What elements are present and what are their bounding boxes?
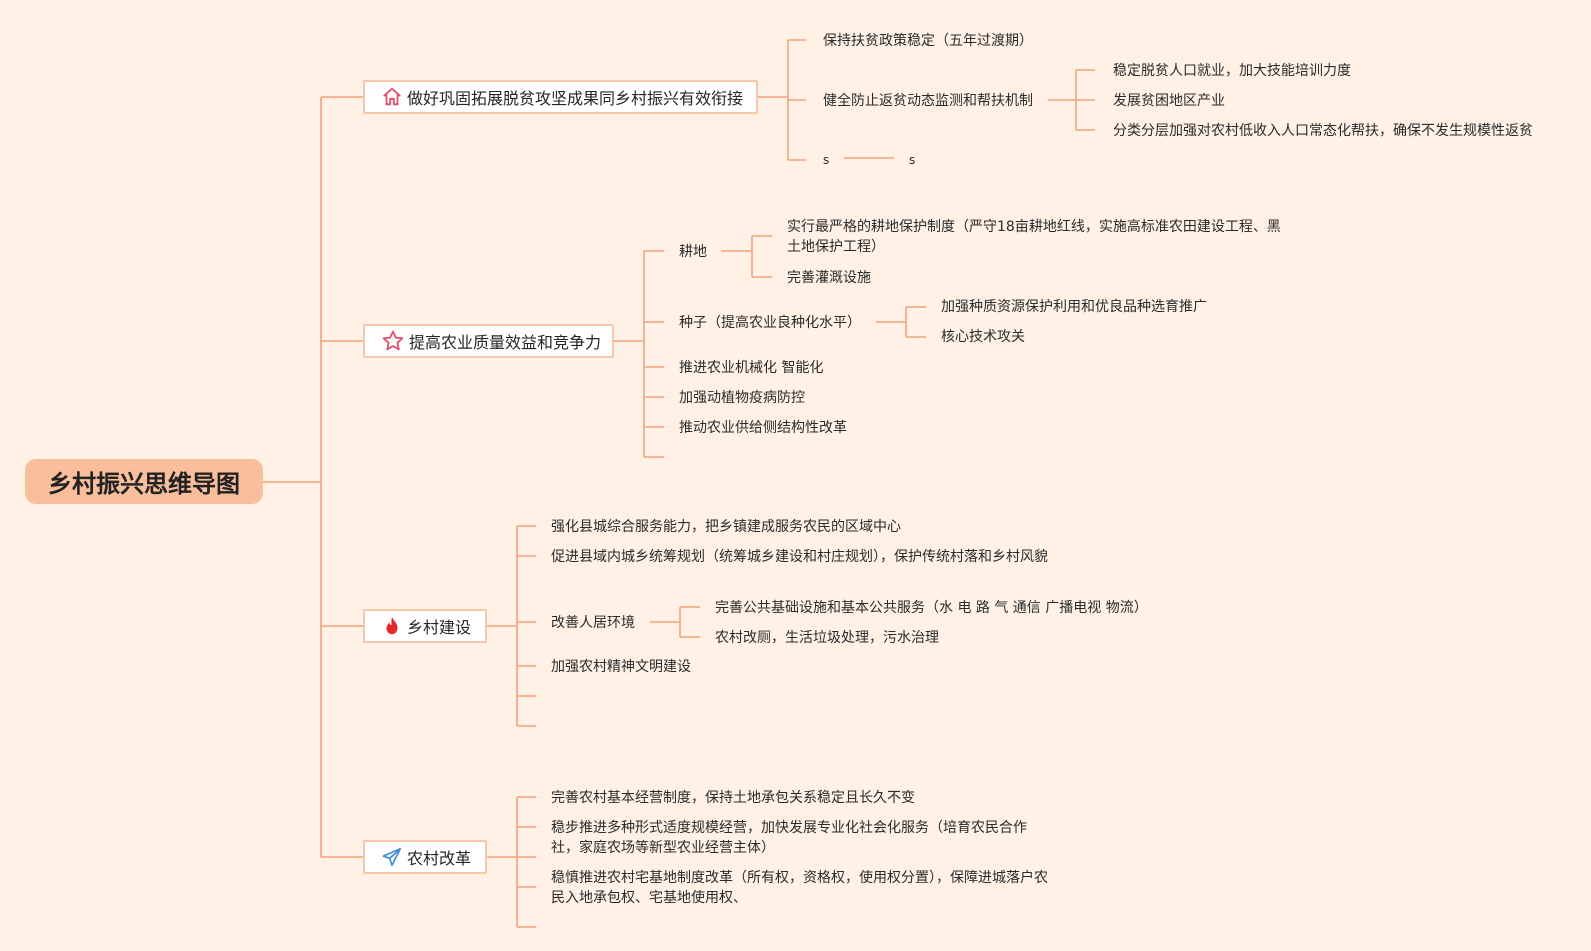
topic-monitoring-mechanism[interactable]: 健全防止返贫动态监测和帮扶机制 [823, 93, 1033, 109]
topic-supply-side-reform[interactable]: 推动农业供给侧结构性改革 [679, 420, 847, 436]
topic-s[interactable]: s [823, 153, 830, 167]
branch-rural-reform[interactable]: 农村改革 [363, 840, 487, 874]
topic-epidemic-control[interactable]: 加强动植物疫病防控 [679, 390, 805, 406]
topic-industry[interactable]: 发展贫困地区产业 [1113, 93, 1225, 109]
topic-s-child[interactable]: s [909, 153, 916, 167]
topic-irrigation[interactable]: 完善灌溉设施 [787, 270, 871, 286]
branch-label: 提高农业质量效益和竞争力 [409, 333, 602, 352]
branch-label: 乡村建设 [407, 618, 472, 637]
topic-scale-operation[interactable]: 稳步推进多种形式适度规模经营，加快发展专业化社会化服务（培育农民合作社，家庭农场… [551, 820, 1027, 856]
topic-homestead-reform[interactable]: 稳慎推进农村宅基地制度改革（所有权，资格权，使用权分置），保障进城落户农民入地承… [551, 870, 1048, 906]
home-icon [383, 87, 401, 106]
topic-spiritual-civilization[interactable]: 加强农村精神文明建设 [551, 659, 691, 675]
topic-basic-management-system[interactable]: 完善农村基本经营制度，保持土地承包关系稳定且长久不变 [551, 790, 915, 806]
topic-core-tech[interactable]: 核心技术攻关 [941, 329, 1025, 345]
topic-farmland[interactable]: 耕地 [679, 244, 707, 260]
topic-sanitation[interactable]: 农村改厕，生活垃圾处理，污水治理 [715, 630, 939, 646]
root-topic[interactable]: 乡村振兴思维导图 [25, 459, 263, 504]
branch-label: 做好巩固拓展脱贫攻坚成果同乡村振兴有效衔接 [407, 89, 744, 108]
branch-label: 农村改革 [407, 849, 472, 868]
topic-living-environment[interactable]: 改善人居环境 [551, 615, 635, 631]
branch-rural-construction[interactable]: 乡村建设 [363, 609, 487, 643]
topic-seeds[interactable]: 种子（提高农业良种化水平） [679, 315, 861, 331]
branch-poverty-consolidation[interactable]: 做好巩固拓展脱贫攻坚成果同乡村振兴有效衔接 [363, 80, 758, 114]
topic-mechanization[interactable]: 推进农业机械化 智能化 [679, 360, 824, 376]
topic-policy-stable[interactable]: 保持扶贫政策稳定（五年过渡期） [823, 33, 1033, 49]
topic-low-income-support[interactable]: 分类分层加强对农村低收入人口常态化帮扶，确保不发生规模性返贫 [1113, 123, 1533, 139]
topic-farmland-protection[interactable]: 实行最严格的耕地保护制度（严守18亩耕地红线，实施高标准农田建设工程、黑土地保护… [787, 219, 1281, 255]
star-icon [382, 330, 404, 351]
topic-employment[interactable]: 稳定脱贫人口就业，加大技能培训力度 [1113, 63, 1351, 79]
topic-public-infrastructure[interactable]: 完善公共基础设施和基本公共服务（水 电 路 气 通信 广播电视 物流） [715, 600, 1148, 616]
topic-county-services[interactable]: 强化县城综合服务能力，把乡镇建成服务农民的区域中心 [551, 519, 901, 535]
flame-icon [386, 616, 398, 635]
send-icon [382, 847, 402, 867]
branch-agriculture-quality[interactable]: 提高农业质量效益和竞争力 [363, 324, 614, 358]
topic-urban-rural-planning[interactable]: 促进县域内城乡统筹规划（统筹城乡建设和村庄规划），保护传统村落和乡村风貌 [551, 549, 1048, 565]
topic-germplasm[interactable]: 加强种质资源保护利用和优良品种选育推广 [941, 299, 1207, 315]
